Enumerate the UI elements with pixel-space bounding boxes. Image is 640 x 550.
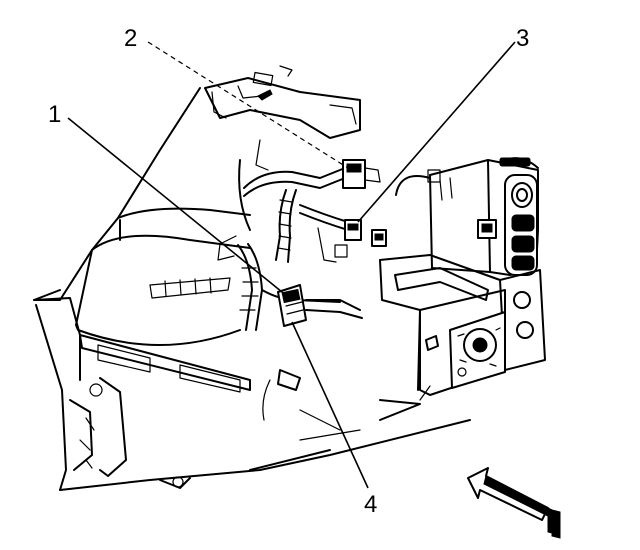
leader-1 [67,117,283,293]
connector-4 [277,284,363,327]
connector-3 [344,219,387,247]
callout-leaders [67,41,516,489]
callout-1: 1 [48,101,61,128]
front-direction-arrow [467,467,561,539]
leader-4 [291,321,369,489]
headlamp-switch-module [395,157,539,276]
callout-3: 3 [516,25,529,52]
instrument-panel-housing [33,87,251,491]
callout-2: 2 [124,25,137,52]
upper-bracket [204,65,361,139]
callout-4: 4 [364,491,377,518]
switch-panel-bracket [379,254,546,401]
leader-2 [147,41,349,169]
leader-3 [357,41,516,223]
leader-1-dash [281,291,297,301]
lower-structure [119,219,471,489]
connector-2 [342,159,381,189]
